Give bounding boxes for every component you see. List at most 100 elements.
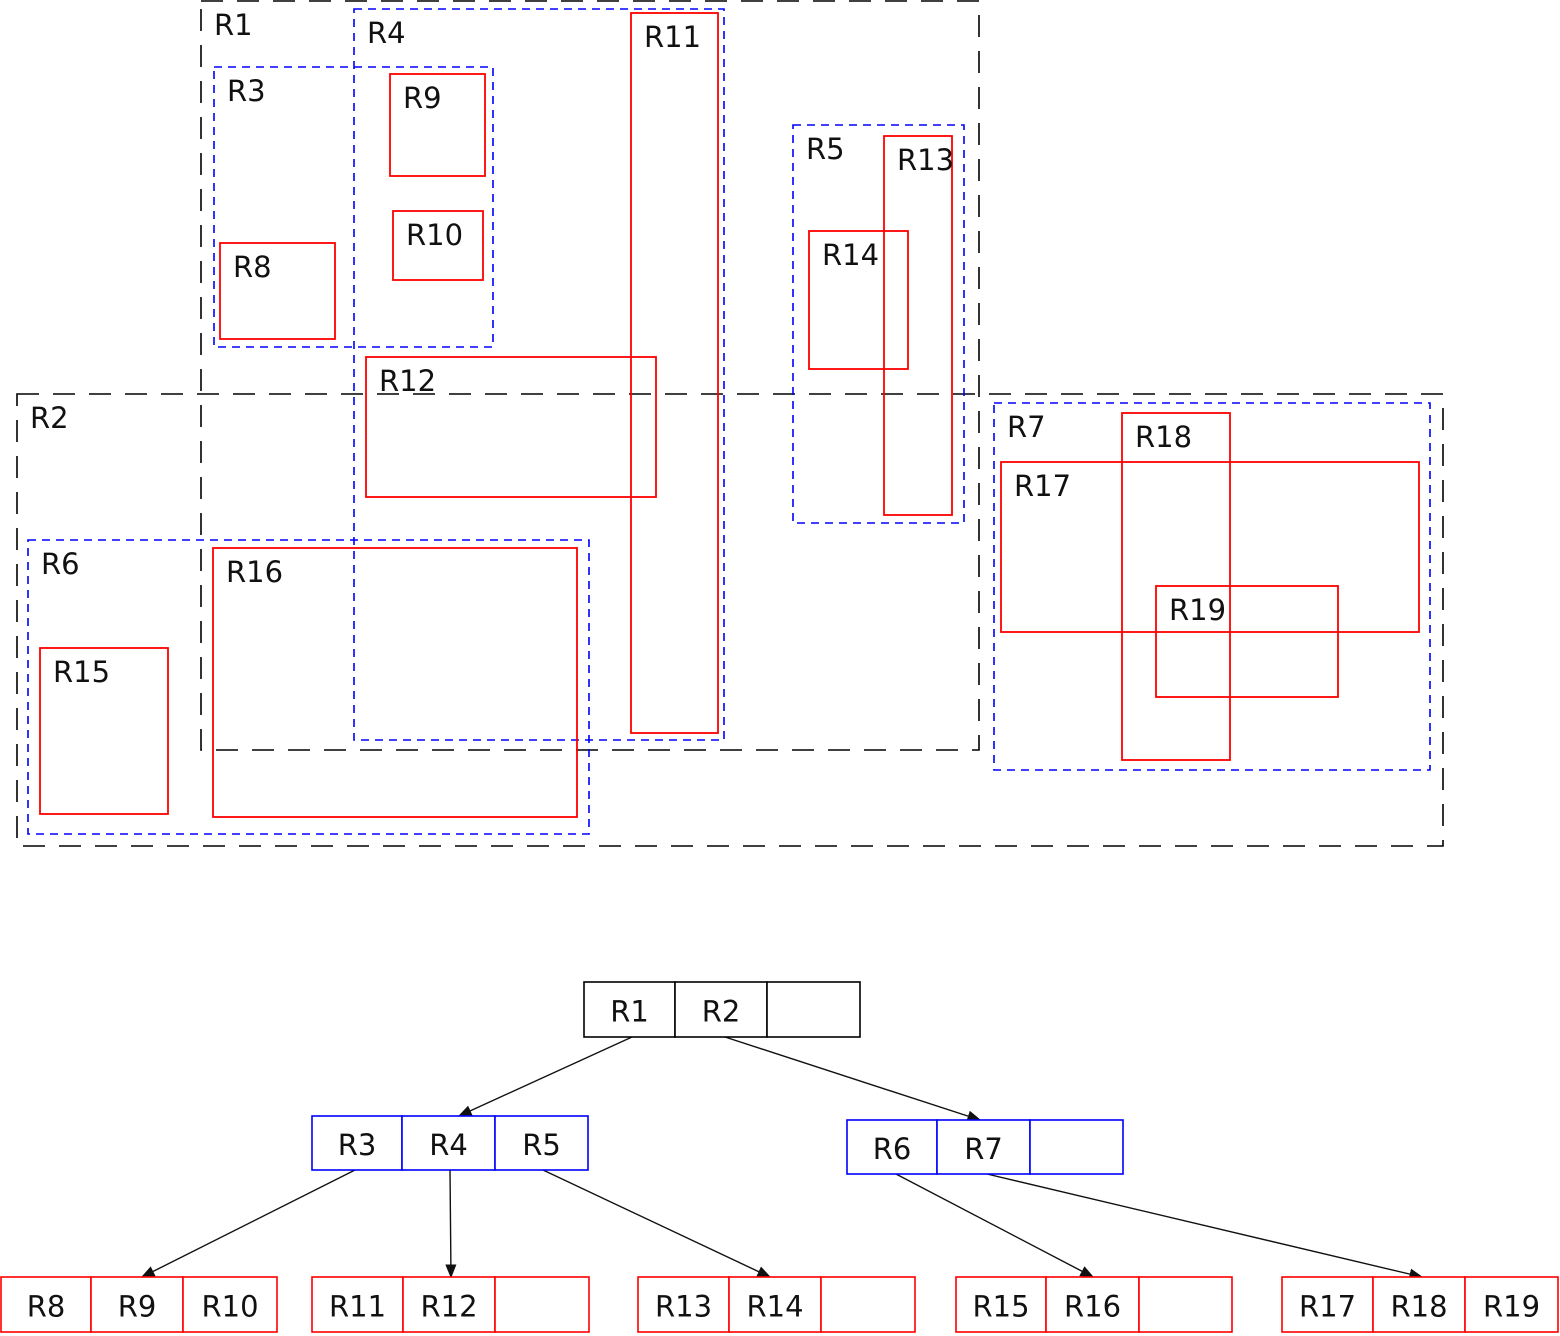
node-cell — [766, 981, 861, 1038]
region-rect — [630, 12, 719, 734]
region-label: R7 — [1007, 410, 1046, 444]
node-cell — [1045, 1276, 1140, 1333]
tree-edge-arrow — [457, 1036, 633, 1117]
node-cell — [728, 1276, 822, 1333]
region-label: R10 — [406, 218, 463, 252]
node-entry: R3 — [338, 1128, 377, 1162]
node-entry: R9 — [118, 1290, 157, 1324]
node-cell — [846, 1119, 938, 1175]
spatial-regions: R1R2R3R4R5R6R7R8R9R10R11R12R13R14R15R16R… — [16, 0, 1444, 847]
region-r14: R14 — [808, 230, 909, 370]
region-rect — [219, 242, 336, 340]
node-cell — [401, 1115, 496, 1171]
node-cell — [494, 1276, 590, 1333]
node-cell — [494, 1115, 589, 1171]
node-cell — [1029, 1119, 1124, 1175]
node-cell — [1372, 1276, 1466, 1333]
node-entry: R18 — [1390, 1290, 1447, 1324]
tree-edge-arrow — [140, 1169, 356, 1278]
region-rect — [27, 539, 590, 835]
node-cell — [1464, 1276, 1559, 1333]
node-entry: R19 — [1483, 1290, 1540, 1324]
region-r15: R15 — [39, 647, 169, 815]
region-r11: R11 — [630, 12, 719, 734]
node-cell — [1138, 1276, 1233, 1333]
region-rect — [883, 135, 953, 516]
node-entry: R15 — [972, 1290, 1029, 1324]
region-r1: R1 — [200, 0, 980, 751]
node-entry: R7 — [964, 1132, 1003, 1166]
region-rect — [212, 547, 578, 818]
region-label: R18 — [1135, 420, 1192, 454]
region-label: R9 — [403, 81, 442, 115]
region-label: R2 — [30, 401, 69, 435]
node-cell — [820, 1276, 916, 1333]
region-r6: R6 — [27, 539, 590, 835]
tree-edge-arrow — [895, 1173, 1095, 1278]
node-entry: R14 — [746, 1290, 803, 1324]
region-label: R5 — [806, 132, 845, 166]
internal-node: R6 R7 — [846, 1119, 1124, 1175]
region-label: R12 — [379, 364, 436, 398]
region-rect — [389, 73, 486, 177]
region-rect — [353, 8, 725, 741]
node-entry: R10 — [201, 1290, 258, 1324]
region-r7: R7 — [993, 402, 1431, 771]
node-cell — [1281, 1276, 1374, 1333]
leaf-node: R15 R16 — [955, 1276, 1233, 1333]
region-label: R3 — [227, 74, 266, 108]
node-cell — [674, 981, 768, 1038]
region-r13: R13 — [883, 135, 954, 516]
node-entry: R16 — [1064, 1290, 1121, 1324]
region-rect — [993, 402, 1431, 771]
region-label: R11 — [644, 20, 701, 54]
region-r2: R2 — [16, 393, 1444, 847]
node-entry: R5 — [522, 1128, 561, 1162]
region-rect — [365, 356, 657, 498]
region-label: R15 — [53, 655, 110, 689]
region-rect — [39, 647, 169, 815]
region-rect — [792, 124, 965, 524]
region-r10: R10 — [392, 210, 484, 281]
region-r3: R3 — [213, 66, 494, 348]
tree-edge-arrow — [542, 1169, 772, 1278]
node-entry: R1 — [610, 995, 649, 1029]
root-node: R1 R2 — [583, 981, 861, 1038]
region-rect — [16, 393, 1444, 847]
node-entry: R11 — [329, 1290, 386, 1324]
node-entry: R6 — [873, 1132, 912, 1166]
region-r5: R5 — [792, 124, 965, 524]
region-r4: R4 — [353, 8, 725, 741]
tree-edge-arrow — [445, 1169, 457, 1279]
region-label: R16 — [226, 555, 283, 589]
region-r17: R17 — [1000, 461, 1420, 633]
tree-edge-arrow — [986, 1173, 1424, 1280]
node-entry: R4 — [429, 1128, 468, 1162]
region-rect — [200, 0, 980, 751]
region-label: R1 — [214, 8, 253, 42]
region-label: R6 — [41, 547, 80, 581]
region-rect — [392, 210, 484, 281]
node-cell — [955, 1276, 1047, 1333]
region-label: R19 — [1169, 593, 1226, 627]
node-entry: R2 — [702, 995, 741, 1029]
region-r12: R12 — [365, 356, 657, 498]
region-rect — [1155, 585, 1339, 698]
region-r19: R19 — [1155, 585, 1339, 698]
node-cell — [936, 1119, 1031, 1175]
node-cell — [583, 981, 676, 1038]
node-cell — [311, 1276, 404, 1333]
region-r8: R8 — [219, 242, 336, 340]
region-label: R17 — [1014, 469, 1071, 503]
node-cell — [182, 1276, 278, 1333]
region-label: R8 — [233, 250, 272, 284]
region-rect — [808, 230, 909, 370]
node-cell — [402, 1276, 496, 1333]
region-r9: R9 — [389, 73, 486, 177]
